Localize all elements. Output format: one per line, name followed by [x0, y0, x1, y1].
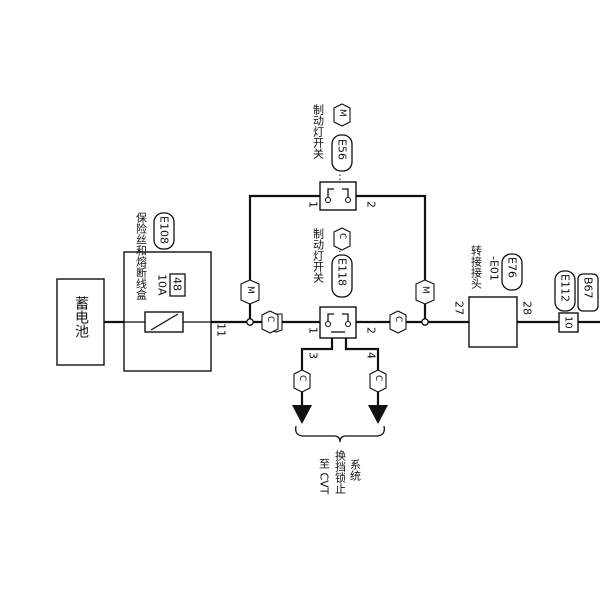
brake-switch-m-terminal-1	[324, 196, 332, 204]
brake-switch-c-title: 制动灯开关	[312, 228, 325, 284]
brake-switch-c-pin-2: 2	[365, 327, 378, 334]
brake-switch-c-variant: C	[337, 233, 347, 239]
junction-name: -E01	[488, 256, 501, 281]
junction-connector-id: E76	[506, 257, 519, 278]
fuse-box-title: 保险丝和熔断线盒	[135, 211, 148, 300]
hex-m-left-label: M	[245, 286, 255, 294]
fuse-rating: 10A	[156, 274, 169, 296]
hex-m-left	[240, 279, 260, 305]
wire-branch-right	[344, 338, 380, 405]
fuse-box-connector: E108	[158, 216, 171, 244]
brake-switch-m-variant-hex	[333, 103, 351, 127]
brake-switch-c-pin-1: 1	[307, 327, 320, 334]
brake-switch-m	[319, 181, 357, 211]
arrow-down-right	[368, 405, 388, 424]
fuse-element-diagonal	[150, 313, 179, 331]
hex-m-right	[415, 279, 435, 305]
junction-title: 转接接头	[470, 244, 483, 289]
hex-c-right-label: C	[393, 316, 403, 322]
destination-line-2: 换挡锁止	[334, 449, 347, 494]
connector-right-pin: 10	[563, 316, 574, 329]
junction-connector-oval	[501, 253, 523, 291]
hex-c-branch-left-label: C	[297, 375, 307, 381]
brake-switch-m-title: 制动灯开关	[312, 104, 325, 160]
brake-switch-m-connector: E56	[336, 139, 349, 160]
brake-switch-c-variant-hex	[333, 227, 351, 251]
destination-brace	[295, 425, 385, 443]
fuse-box-connector-oval	[153, 212, 175, 250]
wire-branch-left	[300, 338, 334, 405]
brake-switch-c-terminal-2	[344, 320, 352, 328]
hex-c-branch-right	[369, 369, 387, 393]
brake-switch-m-pin-left: 1	[307, 201, 320, 208]
fuse-pin: 11	[215, 323, 228, 337]
wire-m-left	[248, 194, 320, 322]
fuse-number: 48	[171, 277, 184, 291]
junction-pin-out: 28	[521, 301, 534, 315]
connector-right-oval	[554, 270, 576, 312]
battery-label: 蓄电池	[73, 296, 89, 338]
hex-c-left	[261, 310, 279, 334]
hex-m-right-label: M	[420, 286, 430, 294]
junction-dot-right	[421, 318, 429, 326]
junction-dot-left	[246, 318, 254, 326]
junction-connector	[468, 296, 518, 348]
brake-switch-m-contact-right	[342, 188, 349, 197]
brake-switch-m-variant: M	[337, 109, 347, 117]
brake-switch-m-terminal-2	[344, 196, 352, 204]
brake-switch-m-contact-left	[327, 188, 334, 197]
hex-c-left-label: C	[265, 316, 275, 322]
brake-switch-c-pin-4: 4	[365, 352, 378, 359]
connector-right-label: B67	[582, 277, 595, 299]
brake-switch-c-pin-3: 3	[307, 352, 320, 359]
fuse-number-box	[169, 273, 186, 297]
destination-line-3: 系统	[349, 459, 362, 481]
hex-c-branch-left	[293, 369, 311, 393]
brake-switch-c-terminal-1	[324, 320, 332, 328]
hex-c-branch-right-label: C	[373, 375, 383, 381]
wire-m-right	[356, 194, 427, 322]
brake-switch-m-connector-oval	[331, 134, 353, 172]
arrow-down-left	[292, 405, 312, 424]
junction-pin-in: 27	[453, 301, 466, 315]
connector-right-label-box	[577, 273, 599, 312]
hex-c-right	[389, 310, 407, 334]
brake-switch-m-colon: :	[338, 170, 342, 183]
brake-switch-c-contact-upper-left	[327, 313, 334, 322]
connector-right-id: E112	[559, 274, 572, 302]
brake-switch-c-connector: E118	[336, 258, 349, 286]
brake-switch-m-pin-right: 2	[365, 201, 378, 208]
brake-switch-c-contact-upper-right	[342, 313, 349, 322]
battery-box	[56, 278, 105, 366]
destination-line-1: 至 CVT	[318, 458, 331, 495]
connector-right-pin-box	[558, 312, 579, 333]
brake-switch-c-connector-oval	[331, 254, 353, 298]
